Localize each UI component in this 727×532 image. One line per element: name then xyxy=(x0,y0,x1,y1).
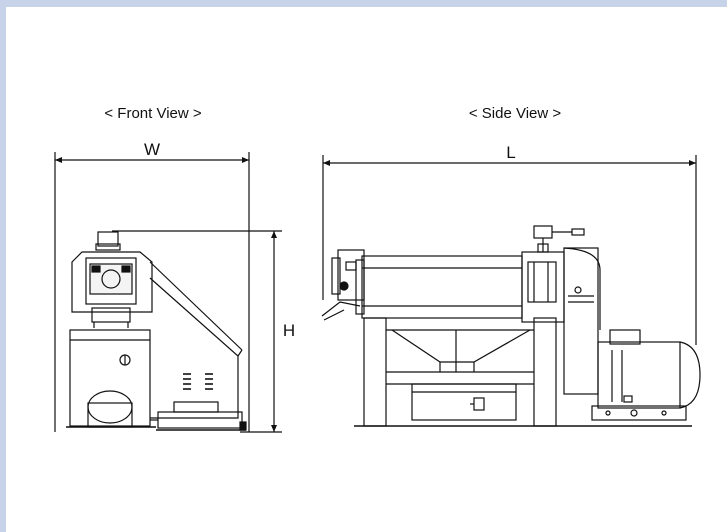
front-view: < Front View > W H xyxy=(54,105,295,433)
side-view: < Side View > L xyxy=(321,105,701,427)
front-machine xyxy=(66,231,247,431)
vent-louvers xyxy=(183,373,213,390)
width-label: W xyxy=(144,140,160,159)
height-label: H xyxy=(283,321,295,340)
width-dimension: W xyxy=(54,140,250,432)
length-label: L xyxy=(506,143,515,162)
height-dimension: H xyxy=(112,230,295,433)
side-machine xyxy=(321,225,701,427)
length-dimension: L xyxy=(322,143,697,345)
front-view-title: < Front View > xyxy=(104,105,202,122)
side-view-title: < Side View > xyxy=(469,105,562,122)
